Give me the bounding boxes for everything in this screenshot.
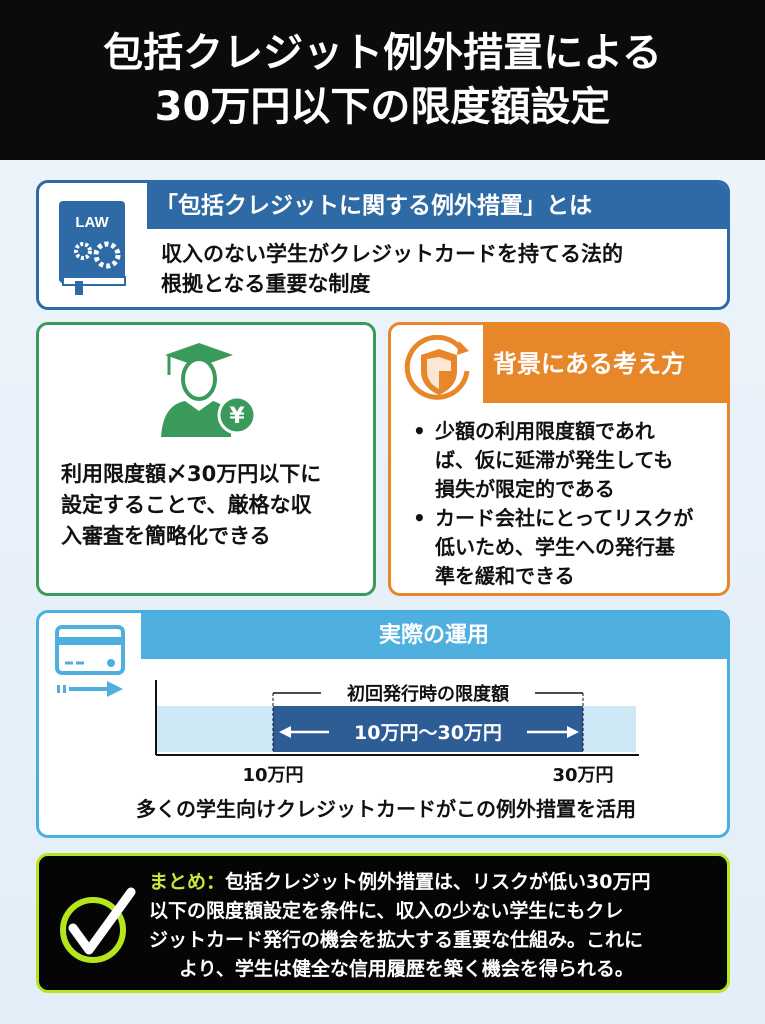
list-item: 少額の利用限度額であれ ば、仮に延滞が発生しても 損失が限定的である	[413, 417, 693, 504]
text-line: 根拠となる重要な制度	[161, 272, 371, 296]
limit-range-graphic: 初回発行時の限度額 10万円〜30万円 10万円 30万円 多くの学生向けクレジ…	[136, 680, 639, 821]
text-line: 準を緩和できる	[435, 564, 575, 588]
law-book-icon: LAW	[59, 201, 126, 295]
range-label: 10万円〜30万円	[354, 722, 502, 744]
initial-limit-band	[273, 706, 583, 752]
text-line: 少額の利用限度額であれ	[435, 419, 655, 443]
range-caption: 初回発行時の限度額	[347, 683, 509, 705]
operation-footer: 多くの学生向けクレジットカードがこの例外措置を活用	[136, 797, 636, 821]
shield-icon	[404, 335, 470, 400]
text-line: ジットカード発行の機会を拡大する重要な仕組み。これに	[149, 929, 644, 951]
checkmark-icon	[60, 887, 136, 963]
tick-high: 30万円	[552, 765, 613, 786]
title-line: 30万円以下の限度額設定	[154, 84, 611, 130]
summary-card: まとめ：包括クレジット例外措置は、リスクが低い30万円 以下の限度額設定を条件に…	[36, 853, 730, 993]
text-line: 収入のない学生がクレジットカードを持てる法的	[161, 242, 623, 266]
page-title: 包括クレジット例外措置による 30万円以下の限度額設定	[0, 0, 765, 160]
text-line: より、学生は健全な信用履歴を築く機会を得られる。	[179, 958, 634, 980]
text-line: 利用限度額〆30万円以下に	[61, 462, 322, 486]
text-line: 包括クレジット例外措置は、リスクが低い30万円	[225, 871, 651, 893]
yen-symbol: ¥	[229, 404, 245, 429]
tick-low: 10万円	[242, 765, 303, 786]
text-line: 低いため、学生への発行基	[435, 535, 675, 559]
operation-card: 実際の運用 初回発行時の限度額 10万円〜30万円 10万円 30万円 多くの学…	[36, 610, 730, 838]
student-card: ¥ 利用限度額〆30万円以下に 設定することで、厳格な収 入審査を簡略化できる	[36, 322, 376, 596]
text-line: 入審査を簡略化できる	[61, 524, 271, 548]
text-line: 以下の限度額設定を条件に、収入の少ない学生にもクレ	[149, 900, 624, 922]
definition-text: 収入のない学生がクレジットカードを持てる法的 根拠となる重要な制度	[161, 239, 623, 299]
summary-text: まとめ：包括クレジット例外措置は、リスクが低い30万円 以下の限度額設定を条件に…	[149, 868, 650, 984]
text-line: 損失が限定的である	[435, 477, 615, 501]
background-title: 背景にある考え方	[483, 325, 727, 403]
operation-title: 実際の運用	[141, 613, 727, 659]
text-line: ば、仮に延滞が発生しても	[435, 448, 674, 472]
list-item: カード会社にとってリスクが 低いため、学生への発行基 準を緩和できる	[413, 504, 693, 591]
student-yen-icon: ¥	[161, 343, 257, 437]
title-line: 包括クレジット例外措置による	[103, 30, 662, 76]
student-text: 利用限度額〆30万円以下に 設定することで、厳格な収 入審査を簡略化できる	[61, 459, 321, 552]
summary-label: まとめ：	[149, 871, 226, 893]
background-list: 少額の利用限度額であれ ば、仮に延滞が発生しても 損失が限定的である カード会社…	[413, 417, 693, 591]
definition-title: 「包括クレジットに関する例外措置」とは	[147, 183, 727, 229]
definition-card: LAW 「包括クレジットに関する例外措置」とは 収入のない学生がクレジットカード…	[36, 180, 730, 310]
credit-card-icon	[55, 625, 125, 697]
background-card: 背景にある考え方 少額の利用限度額であれ ば、仮に延滞が発生しても 損失が限定的…	[388, 322, 730, 596]
text-line: カード会社にとってリスクが	[435, 506, 694, 530]
text-line: 設定することで、厳格な収	[61, 493, 312, 517]
svg-text:LAW: LAW	[75, 214, 109, 231]
